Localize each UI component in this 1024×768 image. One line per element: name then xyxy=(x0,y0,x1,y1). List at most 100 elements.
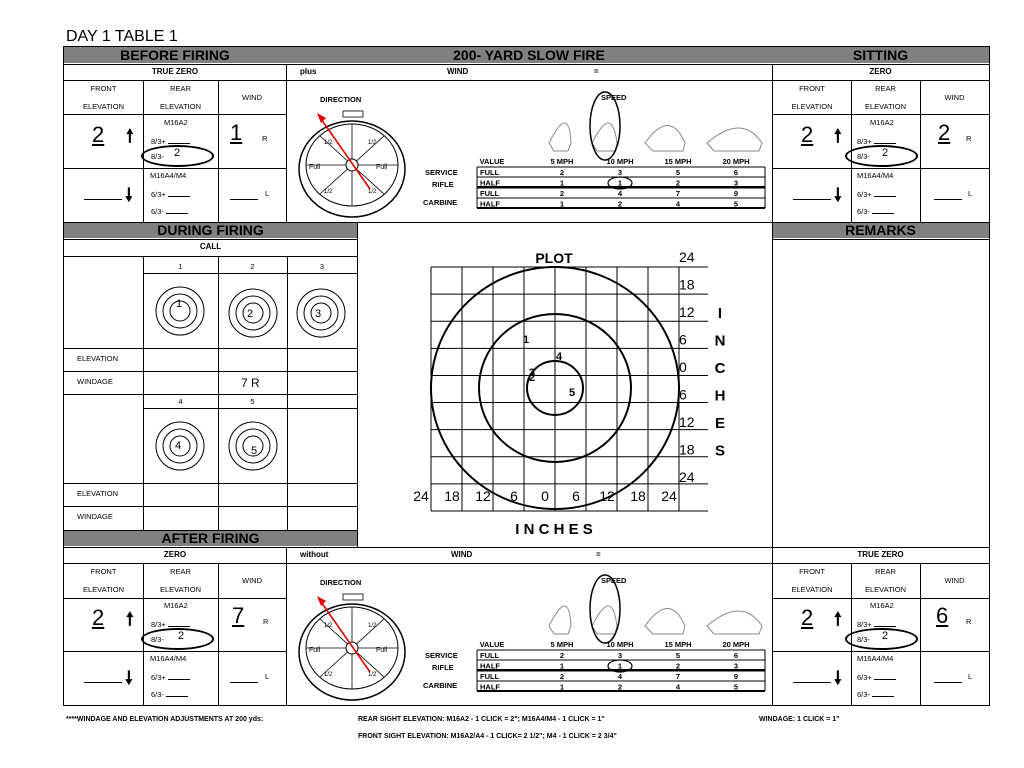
wind-table-header: 5 MPH xyxy=(551,157,574,166)
wind-left-blank xyxy=(934,682,962,683)
plot-shot-1: 1 xyxy=(523,334,529,346)
minus-63-label: 6/3- xyxy=(151,689,189,699)
wind-left-blank xyxy=(230,682,258,683)
dial-half-ul: 1/2 xyxy=(324,623,333,629)
m16a2-label: M16A2 xyxy=(164,601,188,610)
zero-label: ZERO xyxy=(869,67,892,76)
wind-table-cell: FULL xyxy=(480,189,500,198)
after-wind-label: WIND xyxy=(242,576,262,585)
plus-63-label: 6/3+ xyxy=(151,189,190,199)
plus-83-label: 8/3+ xyxy=(151,136,190,146)
windage-value: 7 R xyxy=(241,376,260,390)
wind-table-cell: HALF xyxy=(480,200,500,209)
wind-label: WIND xyxy=(451,550,473,559)
wind-table-cell: 2 xyxy=(618,683,622,692)
before-circle-mark xyxy=(141,145,214,167)
plot-right-tick: 12 xyxy=(679,304,695,320)
shot-col-2: 2 xyxy=(250,262,255,271)
wind-table-cell: 4 xyxy=(618,672,623,681)
r-label: R xyxy=(966,617,972,626)
wind-table-cell: 9 xyxy=(734,672,738,681)
plot-bottom-tick: 6 xyxy=(572,488,580,504)
service-label: SERVICE xyxy=(425,651,458,660)
wind-table-cell: 3 xyxy=(734,179,738,188)
before-front-up-value: 2 xyxy=(92,122,105,147)
bottom-wind-panel: DIRECTION Full Full 1/2 1/2 1/2 1/2 SPEE… xyxy=(298,574,766,701)
front-down-blank xyxy=(84,199,122,200)
call-targets: 1 2 3 4 5 xyxy=(155,286,346,471)
rifle-label: RIFLE xyxy=(432,180,454,189)
m16a2-label: M16A2 xyxy=(870,601,894,610)
wind-table-header: 10 MPH xyxy=(606,157,633,166)
up-arrow-icon: 🠕 xyxy=(126,126,134,146)
wind-table-cell: 4 xyxy=(676,683,681,692)
footer-windage: WINDAGE: 1 CLICK = 1" xyxy=(759,716,840,723)
wind-table-cell: HALF xyxy=(480,683,500,692)
plot-shot-3: 3 xyxy=(529,367,535,379)
wind-label: WIND xyxy=(447,67,469,76)
footer-front-sight: FRONT SIGHT ELEVATION: M16A2/A4 - 1 CLIC… xyxy=(358,733,617,740)
call-mark-2: 2 xyxy=(247,308,253,320)
plus-63-label: 6/3+ xyxy=(857,189,896,199)
wind-table-cell: 5 xyxy=(676,651,680,660)
after-front-up-value: 2 xyxy=(92,605,105,630)
front-down-blank xyxy=(84,682,122,683)
band-remarks: REMARKS xyxy=(772,222,989,238)
dial-half-ll: 1/2 xyxy=(324,672,333,678)
truezero-front-up-value: 2 xyxy=(801,605,814,630)
windage-label: WINDAGE xyxy=(77,512,113,521)
l-label: L xyxy=(265,672,270,681)
wind-table-cell: 5 xyxy=(676,168,680,177)
wind-table-cell: 5 xyxy=(734,683,738,692)
wind-table-cell: 2 xyxy=(560,672,564,681)
shot-col-5: 5 xyxy=(250,397,255,406)
l-label: L xyxy=(968,672,973,681)
plus-83-label: 8/3+ xyxy=(857,619,896,629)
band-during-firing: DURING FIRING xyxy=(64,222,357,238)
plot-right-letter: E xyxy=(715,415,725,432)
wind-table-cell: 3 xyxy=(618,651,622,660)
plot-bottom-tick: 0 xyxy=(541,488,549,504)
top-wind-panel: DIRECTION Full Full 1/2 1/2 1/2 1/2 SPEE… xyxy=(298,91,766,218)
shot-col-3: 3 xyxy=(319,262,325,271)
without-label: without xyxy=(300,550,329,559)
wind-table-cell: 1 xyxy=(560,683,564,692)
up-arrow-icon: 🠕 xyxy=(126,609,134,629)
wind-table-cell: 5 xyxy=(734,200,738,209)
wind-table-header: 5 MPH xyxy=(551,640,574,649)
dial-half-ll: 1/2 xyxy=(324,189,333,195)
m16a2-label: M16A2 xyxy=(164,118,188,127)
wind-table-cell: 6 xyxy=(734,651,738,660)
plot-bottom-tick: 12 xyxy=(475,488,491,504)
sitting-circle-mark xyxy=(845,145,918,167)
wind-table-header: 15 MPH xyxy=(664,157,691,166)
truezero-wind-value: 6 xyxy=(936,603,949,628)
call-label: CALL xyxy=(199,242,222,251)
plot-bottom-word: I N C H E S xyxy=(515,521,593,538)
down-arrow-icon: 🠗 xyxy=(125,668,133,688)
wind-table-cell: 3 xyxy=(618,168,622,177)
wind-table-cell: 1 xyxy=(618,179,622,188)
sitting-wind-label: WIND xyxy=(944,93,965,102)
wind-table-cell: 1 xyxy=(618,662,622,671)
sitting-front-up-value: 2 xyxy=(801,122,814,147)
rifle-label: RIFLE xyxy=(432,663,454,672)
plot-right-tick: 6 xyxy=(679,387,687,403)
plus-63-label: 6/3+ xyxy=(151,672,190,682)
down-arrow-icon: 🠗 xyxy=(834,185,842,205)
call-mark-1: 1 xyxy=(176,298,182,310)
plot-shot-2: 2 xyxy=(529,372,535,384)
before-wind-value: 1 xyxy=(230,120,243,145)
true-zero-label: TRUE ZERO xyxy=(151,67,199,76)
r-label: R xyxy=(966,134,972,143)
shot-col-1: 1 xyxy=(178,262,183,271)
true-zero-label: TRUE ZERO xyxy=(857,550,904,559)
wind-table-header: 20 MPH xyxy=(722,640,749,649)
wind-table-cell: FULL xyxy=(480,168,500,177)
footer-rear-sight: REAR SIGHT ELEVATION: M16A2 - 1 CLICK = … xyxy=(358,716,605,723)
equals-label: = xyxy=(596,550,601,559)
